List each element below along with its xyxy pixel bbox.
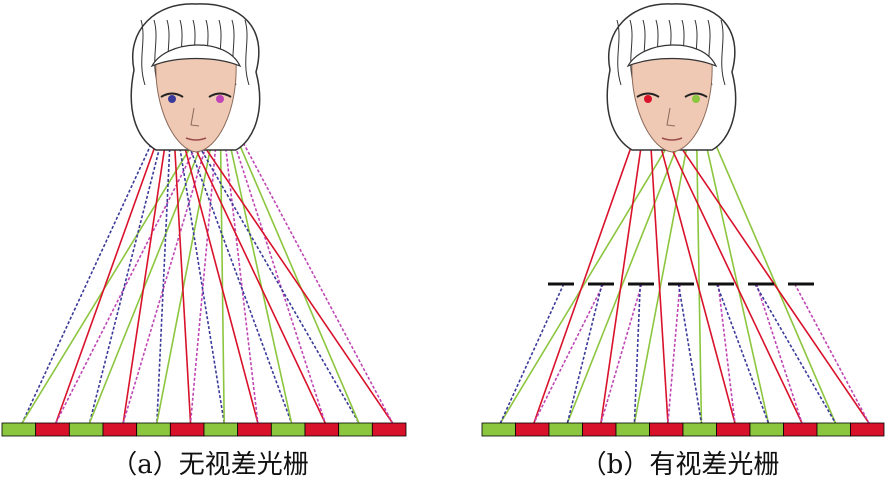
- pixel-cell-green: [338, 422, 373, 437]
- pixel-cell-red: [304, 422, 340, 437]
- ray-crosstalk-left-eye: [21, 98, 173, 424]
- pixel-cell-red: [850, 422, 885, 437]
- ray-red-through-slit: [773, 283, 870, 424]
- ray-green-through-slit: [499, 283, 586, 424]
- ray-blocked: [499, 283, 565, 424]
- hair-strand: [616, 19, 622, 86]
- ray-green-through-slit: [566, 283, 624, 424]
- panel-a-no-barrier: [1, 3, 407, 437]
- ray-crosstalk-left-eye: [171, 98, 360, 424]
- right-eye-lid: [208, 92, 232, 98]
- pixel-cell-green: [481, 422, 516, 437]
- left-eye-lid: [636, 92, 660, 98]
- caption-a: （a）无视差光栅: [111, 450, 309, 480]
- pixel-cell-green: [68, 422, 104, 437]
- ray-crosstalk-right-eye: [219, 98, 326, 424]
- ray-green-through-slit: [633, 283, 662, 424]
- ray-blocked: [677, 283, 703, 424]
- ray-red-left-eye: [171, 98, 259, 424]
- pixel-cell-red: [783, 422, 818, 437]
- ray-blocked: [754, 283, 837, 424]
- pixel-cell-green: [203, 422, 239, 437]
- ray-blocked: [667, 283, 681, 424]
- pixel-cell-green: [1, 422, 37, 437]
- ray-crosstalk-right-eye: [219, 98, 259, 424]
- ray-red-left-eye: [171, 98, 326, 424]
- ray-blocked: [717, 283, 736, 424]
- right-pupil: [692, 95, 700, 103]
- ray-green-right-eye: [219, 98, 293, 424]
- ray-green-through-slit: [774, 283, 837, 424]
- ray-blocked: [533, 283, 605, 424]
- pixel-cell-red: [237, 422, 272, 437]
- hair-strand: [244, 19, 250, 86]
- left-pupil: [168, 95, 176, 103]
- face-illustration-a: [130, 3, 261, 153]
- hair-strand: [720, 19, 726, 86]
- ray-crosstalk-right-eye: [189, 98, 221, 424]
- hair-strand: [140, 19, 146, 86]
- right-eye-lid: [684, 92, 708, 98]
- caption-b: （b）有视差光栅: [580, 450, 780, 480]
- pixel-cell-green: [682, 422, 717, 437]
- ray-blocked: [794, 283, 870, 424]
- pixel-strip-b: [481, 422, 885, 437]
- ray-blocked: [633, 283, 642, 424]
- panel-b-with-barrier: [481, 3, 885, 437]
- ray-blocked: [600, 283, 643, 424]
- ray-green-right-eye: [219, 98, 360, 424]
- left-pupil: [644, 95, 652, 103]
- face-illustration-b: [606, 3, 737, 153]
- hair-fringe: [626, 44, 718, 68]
- pixel-cell-green: [548, 422, 583, 437]
- ray-green-through-slit: [736, 283, 770, 424]
- ray-red-through-slit: [658, 283, 669, 424]
- ray-red-through-slit: [696, 283, 736, 424]
- ray-crosstalk-left-eye: [156, 98, 173, 424]
- ray-crosstalk-left-eye: [88, 98, 173, 424]
- pixel-cell-red: [371, 422, 407, 437]
- pixel-cell-red: [169, 422, 205, 437]
- pixel-strip-a: [1, 422, 407, 437]
- pixel-cell-green: [749, 422, 784, 437]
- mouth: [185, 137, 207, 141]
- left-eye-lid: [160, 92, 184, 98]
- ray-green-through-slit: [698, 283, 703, 424]
- ray-red-through-slit: [735, 283, 803, 424]
- ray-crosstalk-left-eye: [171, 98, 293, 424]
- pixel-cell-green: [615, 422, 650, 437]
- pixel-cell-red: [582, 422, 617, 437]
- ray-red-left-eye: [171, 98, 192, 424]
- pixel-cell-red: [716, 422, 751, 437]
- ray-red-left-eye: [122, 98, 173, 424]
- pixel-cell-green: [270, 422, 306, 437]
- ray-red-through-slit: [533, 283, 584, 424]
- ray-blocked: [755, 283, 803, 424]
- ray-blocked: [566, 283, 603, 424]
- ray-red-left-eye: [55, 98, 173, 424]
- hair-fringe: [150, 44, 242, 68]
- nose: [666, 107, 676, 127]
- ray-red-left-eye: [171, 98, 394, 424]
- mouth: [661, 137, 683, 141]
- nose: [190, 107, 200, 127]
- right-pupil: [216, 95, 224, 103]
- ray-red-through-slit: [600, 283, 622, 424]
- pixel-cell-green: [816, 422, 851, 437]
- ray-green-right-eye: [219, 98, 225, 424]
- pixel-cell-red: [102, 422, 138, 437]
- pixel-cell-red: [649, 422, 684, 437]
- ray-group-a: [21, 98, 394, 424]
- pixel-cell-red: [515, 422, 550, 437]
- pixel-cell-green: [136, 422, 171, 437]
- ray-crosstalk-right-eye: [219, 98, 394, 424]
- pixel-cell-red: [35, 422, 70, 437]
